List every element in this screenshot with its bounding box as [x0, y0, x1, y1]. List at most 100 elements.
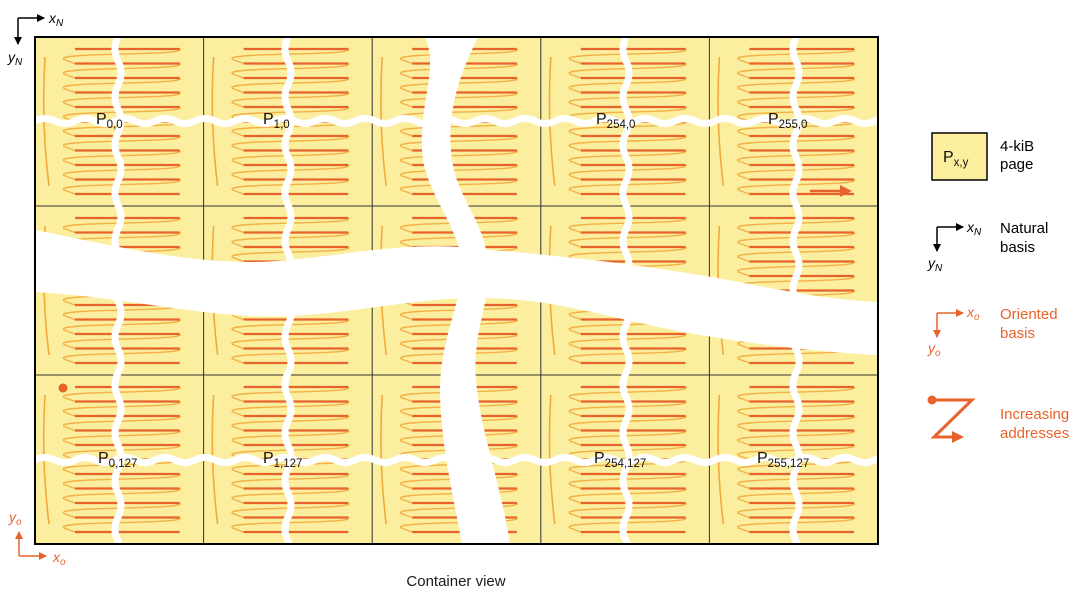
- stripe-connector: [568, 333, 687, 350]
- stripe-connector: [62, 444, 181, 461]
- legend-oriented-1: Oriented: [1000, 306, 1058, 323]
- stripe-connector: [737, 62, 855, 79]
- legend-natural-x-label: xN: [966, 219, 982, 238]
- stripe-connector: [231, 502, 349, 519]
- legend-page-desc-1: 4-kiB: [1000, 138, 1034, 155]
- stripe-connector: [62, 62, 181, 79]
- stripe-connector: [737, 444, 855, 461]
- stripe-connector: [62, 217, 181, 234]
- legend-page-box: [931, 132, 988, 181]
- legend-natural-y-label: yN: [927, 255, 943, 274]
- stripe-connector: [737, 473, 855, 490]
- page-label: P1,127: [263, 450, 302, 470]
- legend-increasing-1: Increasing: [1000, 406, 1069, 423]
- stripe-connector: [62, 106, 181, 123]
- stripe-connector: [737, 77, 855, 94]
- legend-page-box-label: Px,y: [943, 149, 969, 169]
- stripe-connector: [568, 415, 687, 432]
- stripe-connector: [231, 473, 349, 490]
- stripe-connector: [568, 429, 687, 446]
- stripe-connector: [568, 386, 687, 403]
- stripe-connector: [568, 516, 687, 533]
- stripe-connector: [231, 217, 349, 234]
- stripe-connector: [737, 135, 855, 152]
- stripe-connector: [737, 487, 855, 504]
- legend-oriented-y-label: yo: [927, 340, 941, 359]
- stripe-connector: [737, 400, 855, 417]
- stripe-connector: [568, 487, 687, 504]
- oriented-y-label: yo: [8, 509, 22, 528]
- stripe-connector: [737, 149, 855, 166]
- stripe-connector: [62, 178, 181, 195]
- stripe-connector: [231, 516, 349, 533]
- stripe-connector: [568, 120, 687, 137]
- stripe-connector: [231, 149, 349, 166]
- oriented-x-label: xo: [52, 549, 66, 568]
- page-label: P0,127: [98, 450, 137, 470]
- legend-oriented-x-label: xo: [966, 304, 980, 323]
- stripe-connector: [399, 473, 518, 490]
- stripe-connector: [231, 429, 349, 446]
- stripe-connector: [568, 178, 687, 195]
- stripe-connector: [568, 246, 687, 263]
- stripe-connector: [231, 246, 349, 263]
- stripe-connector: [231, 91, 349, 108]
- stripe-connector: [737, 246, 855, 263]
- stripe-connector: [62, 415, 181, 432]
- stripe-connector: [62, 347, 181, 364]
- stripe-connector: [231, 444, 349, 461]
- stripe-connector: [568, 62, 687, 79]
- stripe-connector: [568, 164, 687, 181]
- stripe-connector: [737, 164, 855, 181]
- stripe-connector: [568, 91, 687, 108]
- stripe-connector: [62, 149, 181, 166]
- stripe-connector: [568, 347, 687, 364]
- stripe-connector: [399, 231, 518, 248]
- stripe-connector: [62, 318, 181, 335]
- legend-oriented-2: basis: [1000, 325, 1035, 342]
- stripe-connector: [737, 502, 855, 519]
- stripe-connector: [568, 77, 687, 94]
- page-label: P1,0: [263, 111, 290, 131]
- stripe-connector: [399, 318, 518, 335]
- stripe-connector: [231, 415, 349, 432]
- page-label: P254,127: [594, 450, 646, 470]
- stripe-connector: [231, 333, 349, 350]
- stripe-connector: [568, 135, 687, 152]
- stripe-connector: [399, 304, 518, 321]
- stripe-connector: [568, 400, 687, 417]
- stripe-connector: [399, 516, 518, 533]
- stripe-connector: [568, 48, 687, 65]
- stripe-connector: [737, 217, 855, 234]
- legend-page-desc-2: page: [1000, 156, 1033, 173]
- stripe-connector: [737, 231, 855, 248]
- stripe-connector: [737, 91, 855, 108]
- stripe-connector: [568, 231, 687, 248]
- legend-natural-1: Natural: [1000, 220, 1048, 237]
- natural-x-label: xN: [48, 10, 64, 29]
- stripe-connector: [231, 106, 349, 123]
- natural-y-label: yN: [7, 49, 23, 68]
- stripe-connector: [231, 318, 349, 335]
- stripe-connector: [568, 149, 687, 166]
- page-label: P255,127: [757, 450, 809, 470]
- legend-natural-2: basis: [1000, 239, 1035, 256]
- stripe-connector: [737, 386, 855, 403]
- stripe-connector: [568, 217, 687, 234]
- legend: Px,y 4-kiB page xN yN Natural basis xo y…: [927, 132, 1069, 443]
- horizontal-elision-band: [35, 230, 878, 355]
- stripe-connector: [62, 487, 181, 504]
- stripe-connector: [231, 347, 349, 364]
- stripe-connector: [62, 400, 181, 417]
- stripe-connector: [62, 164, 181, 181]
- stripe-connector: [62, 77, 181, 94]
- page-label: P254,0: [596, 111, 635, 131]
- stripe-connector: [568, 502, 687, 519]
- stripe-connector: [399, 487, 518, 504]
- stripe-connector: [231, 164, 349, 181]
- stripe-connector: [231, 135, 349, 152]
- stripe-connector: [737, 178, 855, 195]
